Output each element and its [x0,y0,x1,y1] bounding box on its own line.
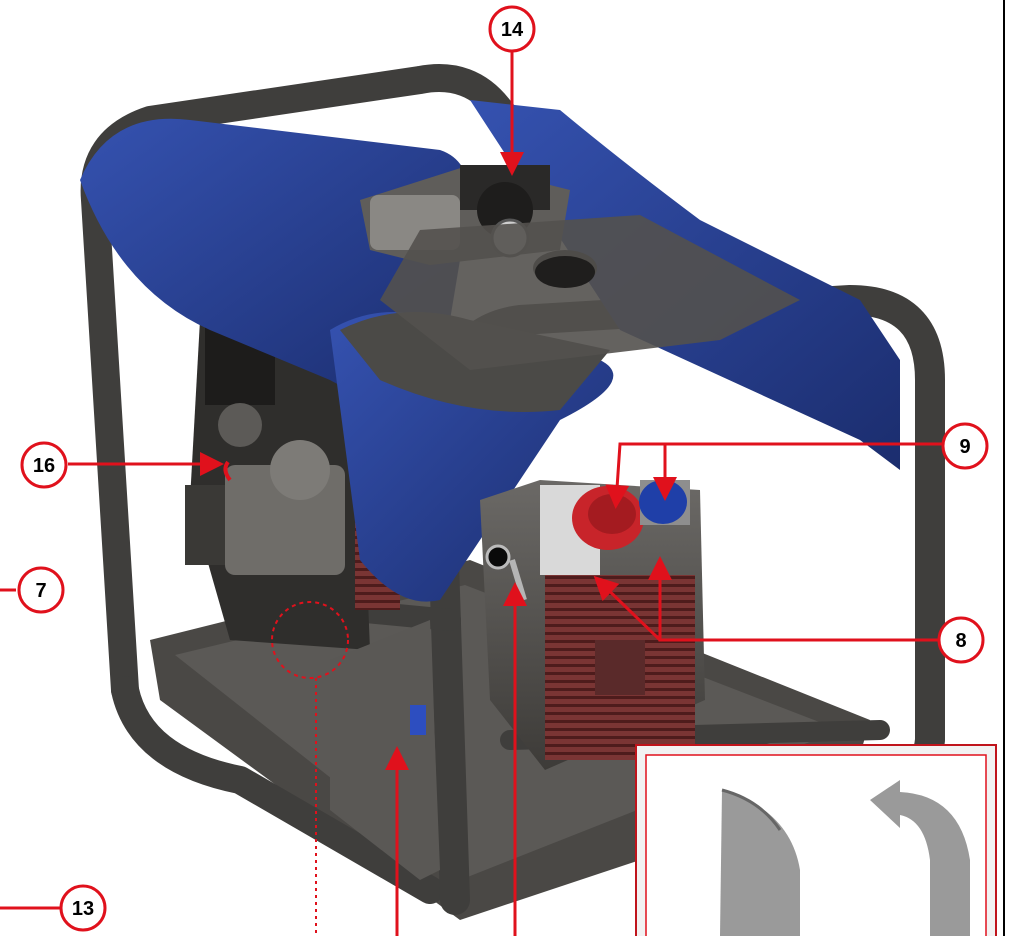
blue-socket [639,480,687,524]
callout-label: 13 [72,898,94,920]
callout-label: 9 [959,436,970,458]
callout-label: 8 [955,630,966,652]
rotation-arrow-icon [720,790,800,936]
callout-7: 7 [17,566,65,614]
callout-9: 9 [941,422,989,470]
engine-top [360,165,800,370]
callout-14: 14 [488,5,536,53]
callout-label: 7 [35,580,46,602]
callout-16: 16 [20,441,68,489]
callout-lines [0,49,942,936]
control-panel [480,480,705,770]
callout-label: 16 [33,455,55,477]
key-switch [485,544,511,570]
page-border-right [1003,0,1005,936]
callout-8: 8 [937,616,985,664]
rotation-inset [635,744,997,936]
rotation-arrow-icon [870,780,970,936]
callout-13: 13 [59,884,107,932]
callout-label: 14 [501,19,524,41]
